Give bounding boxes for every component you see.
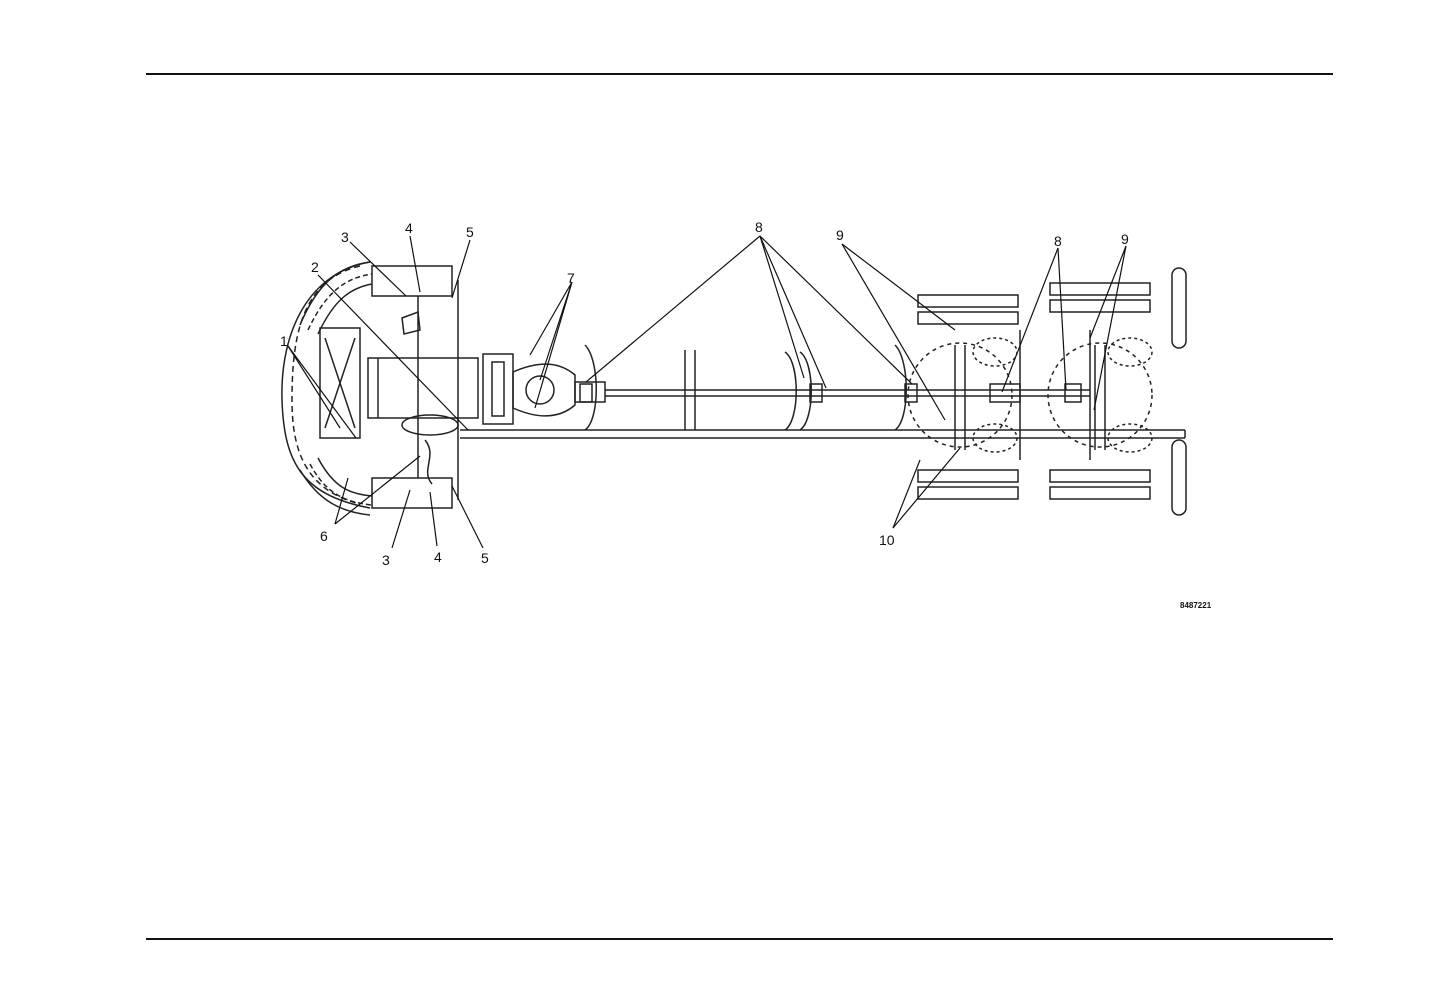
rear-tire-left-1	[918, 295, 1018, 307]
callout-5-bottom: 5	[481, 550, 489, 566]
callout-9-mid: 9	[836, 227, 844, 243]
transmission-housing	[483, 354, 513, 424]
u-joint-front	[580, 384, 592, 402]
rear-bumper-left	[1172, 268, 1186, 348]
callout-10: 10	[879, 532, 895, 548]
engine-block	[368, 358, 478, 418]
front-right-tire	[372, 478, 452, 508]
callout-3-top: 3	[341, 229, 349, 245]
front-left-tire	[372, 266, 452, 296]
rear-axle-forward	[908, 338, 1017, 452]
callout-3-bottom: 3	[382, 552, 390, 568]
callout-7: 7	[567, 270, 575, 286]
callout-1: 1	[280, 333, 288, 349]
cross-member-3	[785, 352, 796, 430]
rear-tire-right-2	[1050, 470, 1150, 482]
callout-4-top: 4	[405, 220, 413, 236]
callout-8-rear: 8	[1054, 233, 1062, 249]
callout-5-top: 5	[466, 224, 474, 240]
rear-tire-left-2	[1050, 283, 1150, 295]
transfer-case	[513, 364, 575, 416]
leader-lines	[288, 236, 1126, 548]
callout-4-bottom: 4	[434, 549, 442, 565]
callout-6: 6	[320, 528, 328, 544]
callout-8-mid: 8	[755, 219, 763, 235]
cross-member-1	[585, 345, 596, 430]
figure-id-code: 8487221	[1180, 601, 1212, 610]
rear-bumper-right	[1172, 440, 1186, 515]
callout-9-rear: 9	[1121, 231, 1129, 247]
callout-2: 2	[311, 259, 319, 275]
